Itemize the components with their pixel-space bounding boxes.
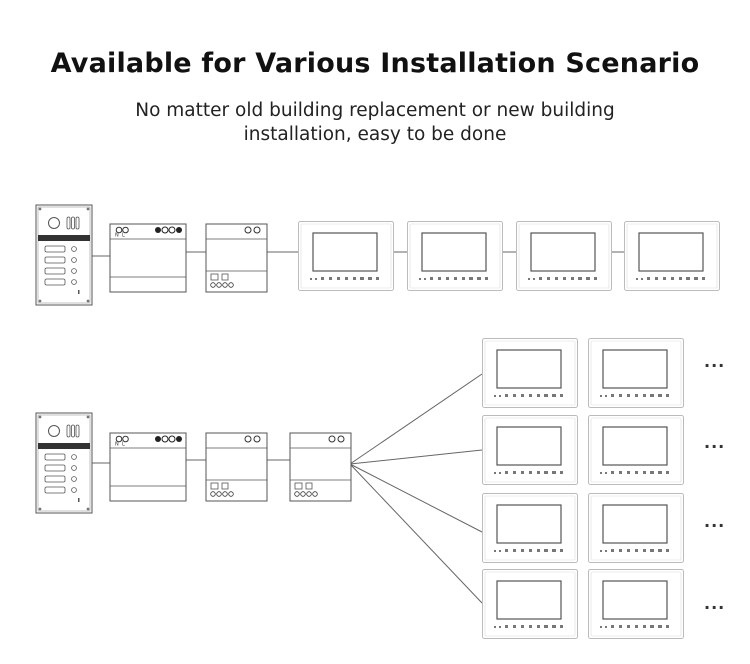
scenario-1-wires <box>92 251 625 257</box>
scenario-1: N L <box>35 204 721 306</box>
power-supply-2: N L <box>109 432 187 502</box>
monitor-1-1 <box>297 220 395 292</box>
distributor-1 <box>205 223 268 293</box>
power-supply-2-n-label: N <box>115 442 119 448</box>
outdoor-station-1 <box>35 204 93 306</box>
monitor-2-r3-c2 <box>587 492 685 564</box>
continuation-ellipsis-row-3: ... <box>704 512 726 531</box>
continuation-ellipsis-row-4: ... <box>704 594 726 613</box>
monitor-1-2 <box>406 220 504 292</box>
monitor-2-r4-c2 <box>587 568 685 640</box>
outdoor-station-2 <box>35 412 93 514</box>
power-supply-2-l-label: L <box>122 442 125 448</box>
page-title: Available for Various Installation Scena… <box>50 48 700 79</box>
distributor-2b <box>289 432 352 502</box>
monitor-2-r2-c1 <box>481 414 579 486</box>
monitor-1-3 <box>515 220 613 292</box>
monitor-2-r4-c1 <box>481 568 579 640</box>
continuation-ellipsis-row-1: ... <box>704 352 726 371</box>
power-supply-1-n-label: N <box>115 233 119 239</box>
scenario-2: N L <box>35 337 685 640</box>
monitor-1-4 <box>623 220 721 292</box>
monitor-2-r3-c1 <box>481 492 579 564</box>
distributor-2a <box>205 432 268 502</box>
subtitle-line-1: No matter old building replacement or ne… <box>135 100 615 121</box>
monitor-2-r2-c2 <box>587 414 685 486</box>
scenario-2-wires <box>92 373 483 604</box>
power-supply-1: N L <box>109 223 187 293</box>
power-supply-1-l-label: L <box>122 233 125 239</box>
page-subtitle: No matter old building replacement or ne… <box>0 99 750 147</box>
monitor-2-r1-c1 <box>481 337 579 409</box>
monitor-2-r1-c2 <box>587 337 685 409</box>
subtitle-line-2: installation, easy to be done <box>243 124 507 145</box>
continuation-ellipsis-row-2: ... <box>704 433 726 452</box>
